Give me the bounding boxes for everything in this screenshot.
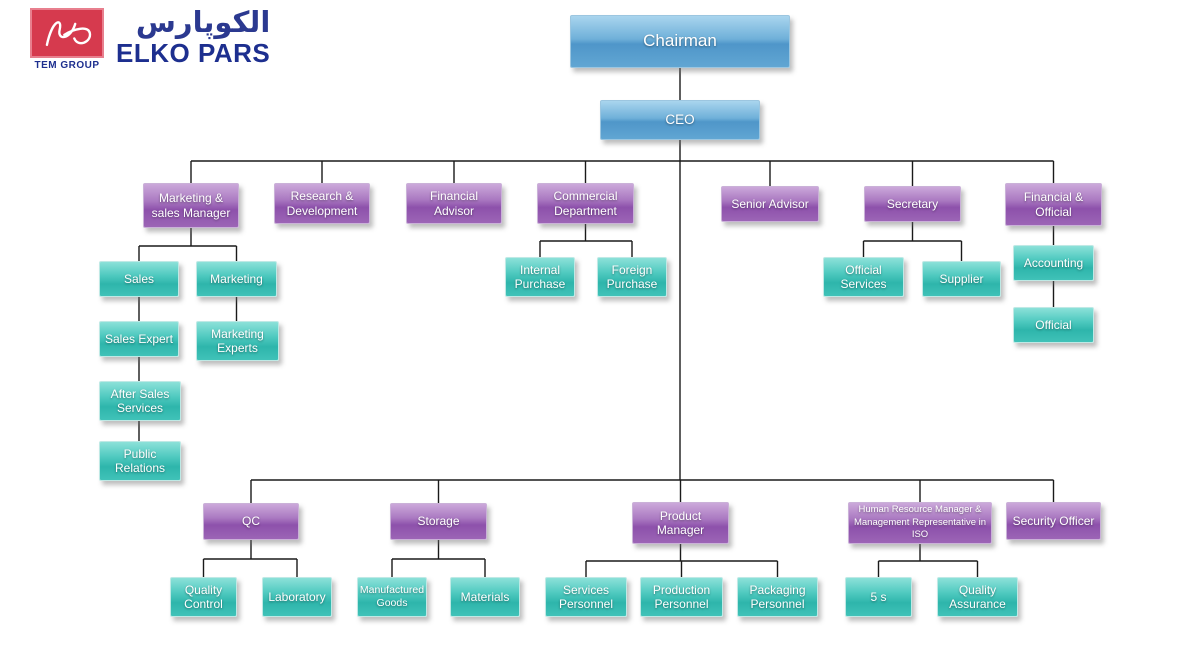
node-official-services: Official Services [823, 257, 904, 297]
node-manufactured-goods: Manufactured Goods [357, 577, 427, 617]
node-production-personnel: Production Personnel [640, 577, 723, 617]
node-sales-expert: Sales Expert [99, 321, 179, 357]
node-official: Official [1013, 307, 1094, 343]
node-marketing-sales-manager: Marketing & sales Manager [143, 183, 239, 228]
node-quality-assurance: Quality Assurance [937, 577, 1018, 617]
node-security-officer: Security Officer [1006, 502, 1101, 540]
node-packaging-personnel: Packaging Personnel [737, 577, 818, 617]
node-sales: Sales [99, 261, 179, 297]
tem-group-logo-icon [30, 8, 104, 58]
node-internal-purchase: Internal Purchase [505, 257, 575, 297]
node-public-relations: Public Relations [99, 441, 181, 481]
node-materials: Materials [450, 577, 520, 617]
node-after-sales-services: After Sales Services [99, 381, 181, 421]
node-services-personnel: Services Personnel [545, 577, 627, 617]
node-marketing-experts: Marketing Experts [196, 321, 279, 361]
node-chairman: Chairman [570, 15, 790, 68]
node-ceo: CEO [600, 100, 760, 140]
node-accounting: Accounting [1013, 245, 1094, 281]
node-financial-official: Financial & Official [1005, 183, 1102, 226]
tem-group-mark: TEM GROUP [30, 8, 104, 71]
node-secretary: Secretary [864, 186, 961, 222]
node-financial-advisor: Financial Advisor [406, 183, 502, 224]
company-logo: TEM GROUP الکوپارس ELKO PARS [30, 8, 270, 71]
node-foreign-purchase: Foreign Purchase [597, 257, 667, 297]
node-product-manager: Product Manager [632, 502, 729, 544]
node-hr-manager: Human Resource Manager & Management Repr… [848, 502, 992, 544]
node-quality-control: Quality Control [170, 577, 237, 617]
node-commercial-department: Commercial Department [537, 183, 634, 224]
brand-name-english: ELKO PARS [116, 38, 271, 68]
node-marketing: Marketing [196, 261, 277, 297]
brand-name-farsi: الکوپارس [135, 5, 271, 39]
node-5s: 5 s [845, 577, 912, 617]
node-laboratory: Laboratory [262, 577, 332, 617]
node-research-development: Research & Development [274, 183, 370, 224]
tem-group-label: TEM GROUP [34, 60, 100, 71]
node-qc: QC [203, 503, 299, 540]
node-storage: Storage [390, 503, 487, 540]
node-senior-advisor: Senior Advisor [721, 186, 819, 222]
brand-block: الکوپارس ELKO PARS [116, 8, 270, 67]
node-supplier: Supplier [922, 261, 1001, 297]
